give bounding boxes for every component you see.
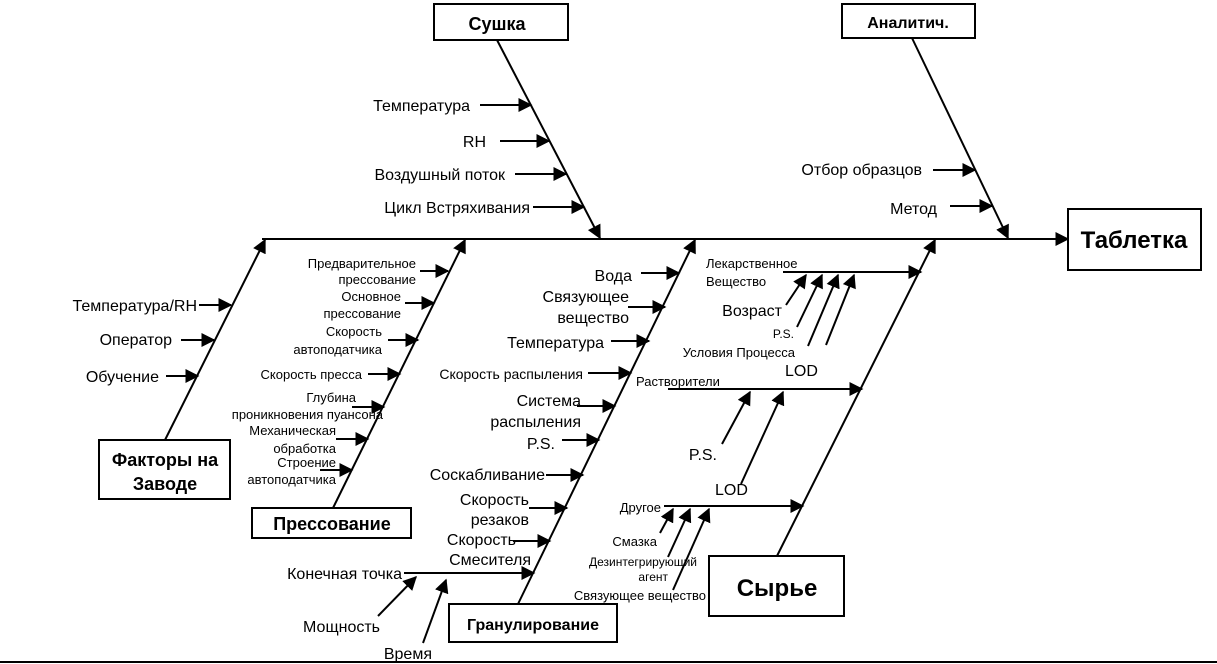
compression-cause: Скорость [326, 324, 382, 339]
drying-cause: Цикл Встряхивания [384, 200, 530, 217]
raw-cause: Вещество [706, 274, 766, 289]
compression-cause: Основное [341, 289, 401, 304]
analytical-cause: Метод [890, 201, 938, 218]
compression-cause: прессование [323, 306, 401, 321]
granulation-cause: Система [517, 393, 582, 410]
compression-cause: прессование [338, 272, 416, 287]
granulation-cause: распыления [490, 414, 581, 431]
compression-label: Прессование [273, 514, 391, 534]
raw-cause: Лекарственное [706, 256, 797, 271]
granulation-subcause: Мощность [303, 619, 380, 636]
drying-cause: RH [463, 134, 486, 151]
raw-subcause: Связующее вещество [574, 588, 706, 603]
compression-cause: автоподатчика [293, 342, 382, 357]
granulation-cause: резаков [471, 512, 529, 529]
analytical-cause: Отбор образцов [801, 162, 922, 179]
granulation-label: Гранулирование [467, 617, 599, 634]
drying-cause: Температура [373, 98, 470, 115]
analytical-label: Аналитич. [867, 15, 949, 32]
plant-cause: Обучение [86, 369, 159, 386]
granulation-cause: Скорость [447, 532, 516, 549]
granulation-cause: Конечная точка [287, 566, 402, 583]
compression-cause: Строение [277, 455, 336, 470]
plant-cause: Температура/RH [73, 298, 197, 315]
compression-cause: автоподатчика [247, 472, 336, 487]
raw-subcause: LOD [785, 363, 818, 380]
granulation-cause: Смесителя [449, 552, 531, 569]
granulation-cause: Связующее [543, 289, 630, 306]
granulation-branch: Гранулирование Вода Связующее вещество Т… [287, 238, 696, 663]
raw-subcause: Возраст [722, 303, 783, 320]
effect-label: Таблетка [1081, 227, 1188, 254]
raw-branch: Сырье Лекарственное Вещество Возраст P.S… [574, 238, 936, 617]
drying-label: Сушка [468, 14, 526, 34]
granulation-cause: Вода [595, 268, 633, 285]
compression-cause: Скорость пресса [261, 367, 363, 382]
raw-subcause: P.S. [689, 447, 717, 464]
compression-cause: Глубина [306, 390, 356, 405]
compression-cause: обработка [273, 441, 336, 456]
analytical-branch: Аналитич. Отбор образцов Метод [801, 3, 1009, 240]
granulation-cause: Скорость [460, 492, 529, 509]
raw-subcause: P.S. [773, 327, 794, 341]
granulation-cause: Температура [507, 335, 604, 352]
granulation-subcause: Время [384, 646, 432, 663]
plant-cause: Оператор [100, 332, 173, 349]
compression-cause: проникновения пуансона [232, 407, 384, 422]
raw-subcause: Дезинтегрирующий [589, 555, 697, 569]
plant-branch: Факторы на Заводе Температура/RH Операто… [73, 238, 266, 500]
raw-subcause: агент [638, 570, 668, 584]
raw-cause: Растворители [636, 374, 720, 389]
raw-subcause: Условия Процесса [683, 345, 796, 360]
raw-cause: Другое [620, 500, 661, 515]
compression-cause: Механическая [249, 423, 336, 438]
granulation-cause: Скорость распыления [439, 366, 583, 382]
raw-subcause: Смазка [612, 534, 657, 549]
compression-branch: Прессование Предварительное прессование … [232, 238, 466, 539]
raw-subcause: LOD [715, 482, 748, 499]
effect-node: Таблетка [1067, 208, 1202, 271]
drying-cause: Воздушный поток [374, 167, 506, 184]
granulation-cause: Соскабливание [430, 467, 545, 484]
plant-label-line2: Заводе [133, 474, 197, 494]
plant-label-line1: Факторы на [112, 450, 219, 470]
compression-cause: Предварительное [308, 256, 416, 271]
drying-branch: Сушка Температура RH Воздушный поток Цик… [373, 3, 601, 240]
raw-label: Сырье [737, 575, 818, 602]
granulation-cause: вещество [557, 310, 629, 327]
granulation-cause: P.S. [527, 436, 555, 453]
